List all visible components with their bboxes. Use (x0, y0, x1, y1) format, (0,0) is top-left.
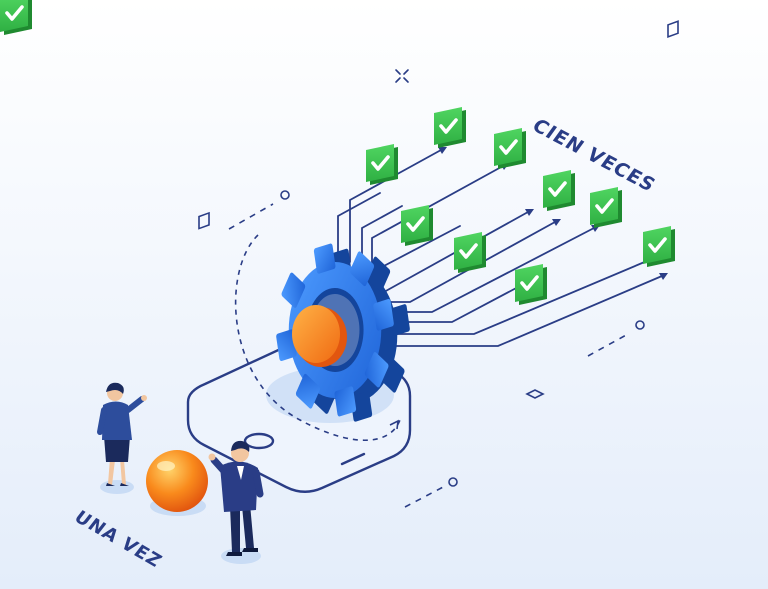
diamond-shape (667, 20, 679, 38)
dot-shape (448, 477, 458, 487)
check-badge-icon (492, 126, 528, 171)
check-badge-icon (641, 224, 677, 269)
check-badge-icon (364, 142, 400, 187)
dashed-line (404, 484, 448, 508)
dashed-line (587, 333, 629, 357)
sparkle-shape (395, 69, 409, 83)
check-badge-icon (452, 230, 488, 275)
diamond-shape (525, 389, 545, 399)
diamond-shape (198, 211, 210, 230)
businesswoman-figure (97, 382, 147, 494)
dot-shape (635, 320, 645, 330)
gear-icon (276, 243, 410, 422)
check-badge-icon (513, 262, 549, 307)
check-badge-icon (399, 203, 435, 248)
orbit-arrowhead (389, 419, 399, 430)
check-badge-icon (588, 185, 624, 230)
dashed-line (228, 203, 274, 230)
check-badge-icon (432, 105, 468, 150)
dot-shape (280, 190, 290, 200)
businessman-figure (208, 440, 264, 564)
check-badge-icon (541, 168, 577, 213)
check-badges (0, 0, 677, 307)
orange-sphere (146, 450, 208, 516)
check-badge-icon (0, 0, 32, 35)
decorations (198, 20, 679, 508)
